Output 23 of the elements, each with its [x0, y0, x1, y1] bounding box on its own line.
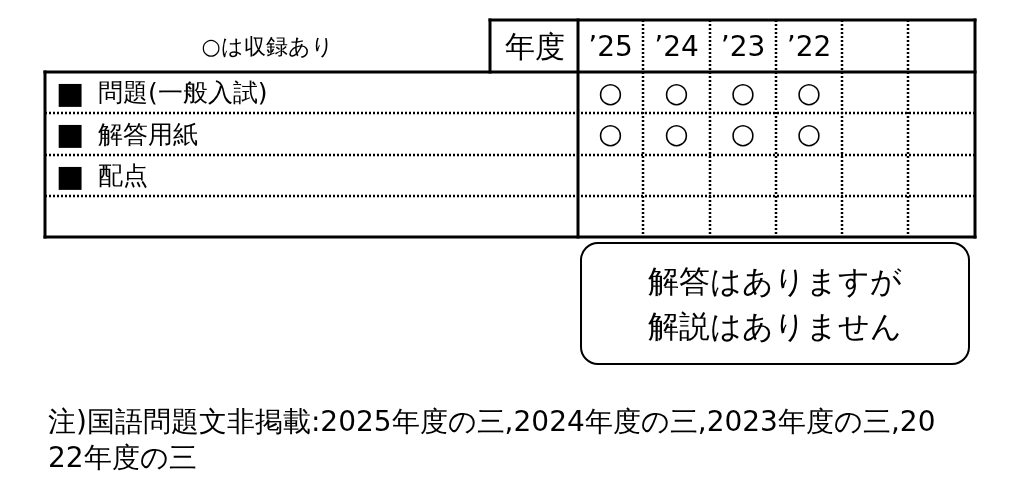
column-header: ’22	[785, 29, 833, 65]
check-mark: ○	[597, 74, 624, 111]
check-mark: ○	[663, 74, 690, 111]
check-mark: ○	[729, 74, 757, 111]
column-header: ’23	[719, 29, 767, 65]
legend-note: ○は収録あり	[200, 33, 335, 61]
column-header: 年度	[504, 28, 566, 66]
check-mark: ○	[795, 116, 823, 152]
note-text: 解答はありますが解説はありません	[647, 261, 903, 346]
row-label: 解答用紙	[98, 118, 199, 151]
check-mark: ○	[729, 116, 757, 152]
note-box	[580, 242, 970, 365]
check-mark: ○	[663, 116, 690, 152]
check-mark: ○	[597, 116, 624, 152]
row-bullet: ■	[54, 115, 86, 153]
row-bullet: ■	[54, 73, 86, 112]
column-header: ’25	[587, 29, 634, 65]
row-label: 問題(一般入試)	[98, 77, 269, 109]
footnote: 注)国語問題文非掲載:2025年度の三,2024年度の三,2023年度の三,2022年度の三	[48, 403, 937, 476]
column-header: ’24	[653, 29, 700, 65]
row-label: 配点	[98, 160, 149, 192]
row-bullet: ■	[54, 156, 86, 195]
check-mark: ○	[795, 74, 823, 111]
